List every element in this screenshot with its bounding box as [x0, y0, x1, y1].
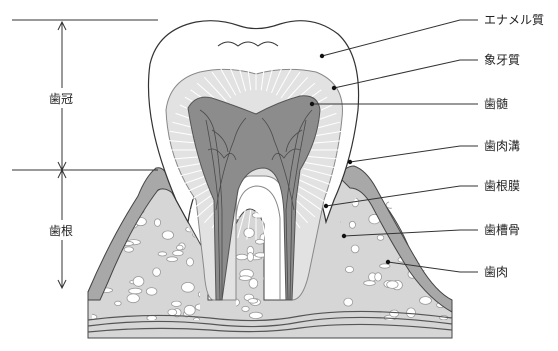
label-pulp: 歯髄: [484, 96, 508, 111]
bone-cell: [249, 279, 258, 289]
leader-gingival-sulcus: [350, 146, 478, 162]
right-labels: エナメル質 象牙質 歯髄 歯肉溝 歯根膜 歯槽骨 歯肉: [484, 12, 544, 279]
bone-cell: [242, 306, 249, 311]
bone-cell: [91, 211, 98, 217]
bone-cell: [154, 219, 160, 227]
bone-cell: [278, 234, 285, 243]
label-gingiva: 歯肉: [484, 265, 508, 279]
bone-cell: [236, 254, 247, 260]
bone-cell: [173, 251, 184, 256]
bone-cell: [172, 301, 182, 306]
bone-cell: [344, 298, 353, 306]
bone-cell: [102, 234, 113, 242]
label-gingival-sulcus: 歯肉溝: [484, 139, 520, 153]
bone-cell: [349, 221, 355, 228]
bone-cell: [248, 299, 258, 304]
bone-cell: [146, 288, 157, 296]
bone-cell: [430, 177, 439, 183]
bone-cell: [162, 231, 173, 239]
bone-cell: [265, 184, 273, 191]
bone-cell: [124, 247, 133, 252]
bone-cell: [127, 294, 139, 303]
bone-cell: [265, 238, 278, 246]
label-dentin: 象牙質: [484, 52, 520, 67]
bone-cell: [253, 199, 263, 205]
bone-cell: [247, 253, 253, 262]
bone-cell: [249, 312, 262, 318]
bone-cell: [116, 197, 123, 203]
bone-cell: [390, 310, 399, 317]
bone-cell: [109, 227, 117, 233]
bone-cell: [434, 249, 440, 255]
bone-cell: [94, 225, 105, 231]
bone-cell: [387, 281, 398, 289]
bone-cell: [177, 245, 184, 250]
bone-cell: [158, 252, 167, 256]
bone-cell: [182, 282, 195, 292]
bone-cell: [112, 199, 119, 207]
bone-cell: [377, 235, 384, 240]
bone-cell: [431, 222, 441, 229]
dentin-tubule: [272, 207, 284, 236]
label-periodontal-ligament: 歯根膜: [484, 179, 520, 193]
bone-cell: [85, 246, 95, 250]
bone-cell: [264, 256, 271, 261]
bone-cell: [375, 273, 382, 281]
bone-cell: [408, 226, 416, 231]
bone-cell: [427, 219, 440, 227]
label-alveolar-bone: 歯槽骨: [484, 223, 520, 237]
bone-cell: [184, 305, 195, 315]
bone-cell: [168, 309, 177, 315]
bone-cell: [420, 297, 432, 305]
bone-cell: [92, 221, 103, 225]
crown-label: 歯冠: [49, 92, 73, 106]
bone-cell: [436, 189, 449, 193]
bone-cell: [104, 224, 113, 234]
bone-cell: [104, 227, 114, 237]
dentin-tubule: [266, 209, 274, 238]
bone-cell: [407, 308, 416, 318]
label-enamel: エナメル質: [484, 12, 544, 27]
bone-cell: [115, 301, 122, 305]
bone-cell: [268, 282, 279, 291]
bone-cell: [264, 274, 276, 283]
bone-cell: [244, 228, 254, 237]
bone-cell: [153, 268, 161, 276]
bone-cell: [345, 266, 353, 272]
bone-cell: [106, 212, 116, 219]
bone-cell: [239, 276, 251, 281]
bone-cell: [351, 245, 359, 253]
bone-cell: [380, 264, 390, 268]
root-label: 歯根: [49, 224, 73, 238]
bone-cell: [129, 288, 142, 294]
bone-cell: [133, 277, 144, 287]
bone-cell: [386, 202, 395, 209]
bone-cell: [364, 281, 376, 286]
bone-cell: [167, 257, 178, 262]
bone-cell: [255, 239, 264, 244]
bone-cell: [434, 262, 443, 268]
bone-cell: [93, 198, 105, 206]
bone-cell: [441, 177, 448, 185]
bone-cell: [255, 253, 266, 258]
bone-cell: [187, 258, 194, 266]
